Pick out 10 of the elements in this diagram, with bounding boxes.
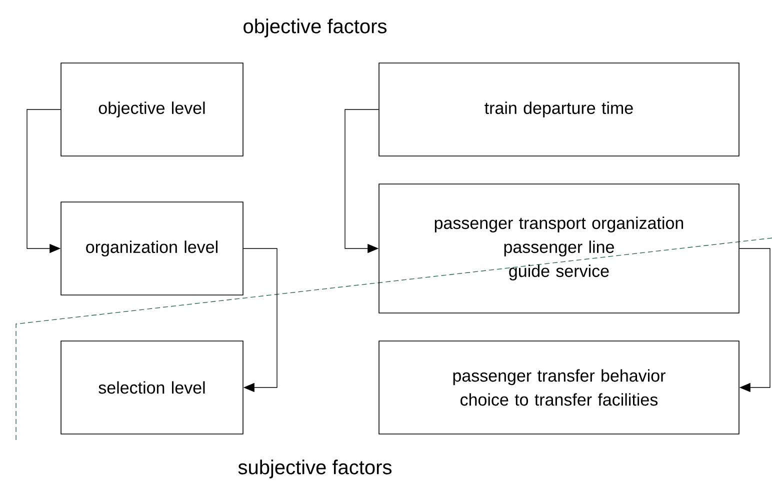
process-box: train departure time [378, 62, 740, 156]
arrow [243, 248, 278, 392]
process-box: passenger transfer behavior choice to transfer facilities [378, 340, 740, 434]
factor-label: objective factors [244, 18, 386, 38]
process-box: selection level [60, 340, 244, 434]
process-box: objective level [60, 62, 244, 156]
arrow [739, 248, 770, 392]
process-box: organization level [60, 202, 244, 296]
process-box: passenger transport organization passenger line guide service [378, 184, 740, 314]
factor-label: subjective factors [238, 460, 392, 478]
